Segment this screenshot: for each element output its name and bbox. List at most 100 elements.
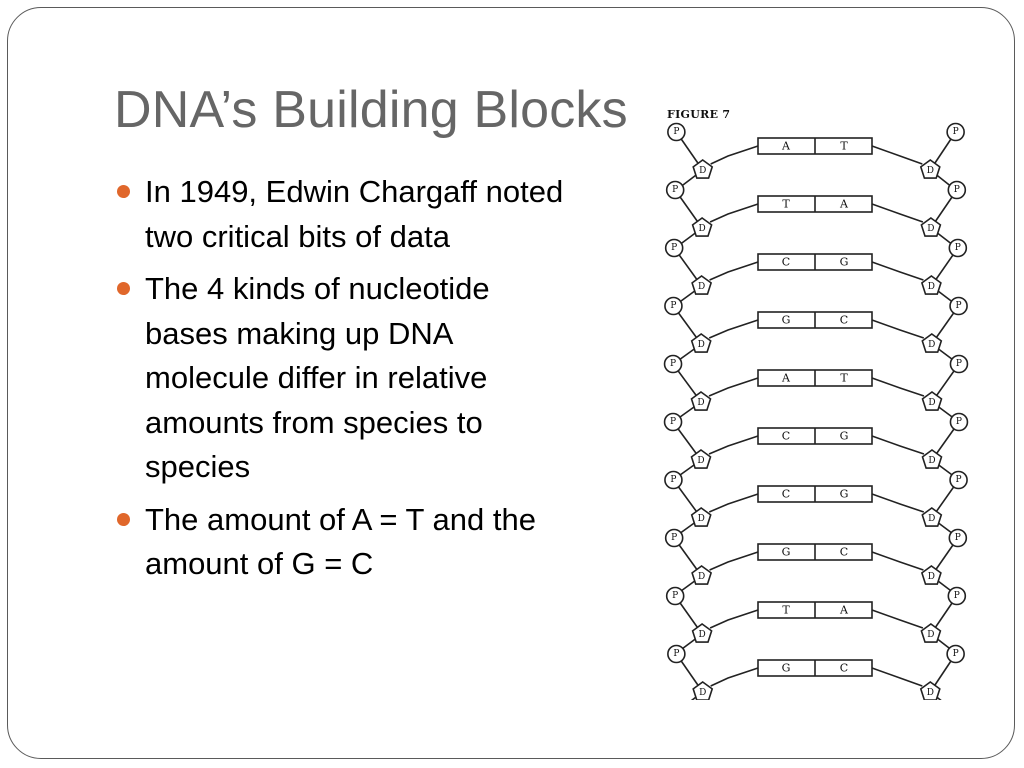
bullet-item: The 4 kinds of nucleotide bases making u… xyxy=(115,267,565,490)
sugar-label: D xyxy=(698,340,705,350)
sugar-pentagon xyxy=(690,507,712,527)
sugar-pentagon xyxy=(920,217,942,237)
sugar-pentagon xyxy=(920,565,942,585)
sugar-pentagon xyxy=(921,391,943,411)
sugar-label: D xyxy=(927,630,934,640)
sugar-label: D xyxy=(698,514,705,524)
base-left-label: A xyxy=(781,372,791,385)
base-right-label: C xyxy=(840,662,848,675)
phosphate-circle xyxy=(947,586,967,606)
phosphate-label: P xyxy=(671,533,677,543)
rung-line xyxy=(871,667,923,687)
phosphate-circle xyxy=(949,354,969,374)
bullet-marker-icon xyxy=(117,282,130,295)
sugar-label: D xyxy=(698,630,705,640)
phosphate-label: P xyxy=(670,417,676,427)
sugar-pentagon xyxy=(691,623,713,643)
sugar-pentagon xyxy=(692,159,714,179)
sugar-pentagon xyxy=(690,449,712,469)
rung-line xyxy=(871,551,924,571)
sugar-label: D xyxy=(928,572,935,582)
phosphate-label: P xyxy=(955,243,961,253)
rung-line xyxy=(871,203,924,223)
rung-line xyxy=(709,609,759,629)
phosphate-circle xyxy=(665,586,685,606)
rung-line xyxy=(708,493,759,513)
bullet-item: The amount of A = T and the amount of G … xyxy=(115,498,565,587)
sugar-label: D xyxy=(698,224,705,234)
phosphate-label: P xyxy=(956,359,962,369)
phosphate-label: P xyxy=(955,533,961,543)
base-left-label: T xyxy=(782,198,790,211)
phosphate-circle xyxy=(663,412,683,432)
sugar-label: D xyxy=(697,398,704,408)
base-right-label: T xyxy=(840,140,848,153)
phosphate-circle xyxy=(946,122,965,142)
rung-line xyxy=(709,261,759,281)
phosphate-circle xyxy=(664,528,684,548)
phosphate-label: P xyxy=(672,591,678,601)
sugar-pentagon xyxy=(921,333,943,353)
sugar-label: D xyxy=(698,572,705,582)
sugar-label: D xyxy=(927,224,934,234)
phosphate-circle xyxy=(949,296,968,316)
sugar-label: D xyxy=(697,456,704,466)
phosphate-circle xyxy=(665,180,685,200)
phosphate-circle xyxy=(664,470,683,490)
sugar-label: D xyxy=(928,282,935,292)
bullet-marker-icon xyxy=(117,512,130,526)
base-right-label: G xyxy=(840,256,849,269)
sugar-label: D xyxy=(928,456,935,466)
sugar-label: D xyxy=(927,166,934,176)
base-right-label: T xyxy=(840,372,848,385)
base-left-label: T xyxy=(782,604,790,617)
base-left-label: G xyxy=(782,546,791,559)
phosphate-circle xyxy=(949,470,968,490)
rung-line xyxy=(871,609,924,629)
sugar-pentagon xyxy=(690,391,712,411)
slide-title: DNA’s Building Blocks xyxy=(114,81,628,139)
sugar-label: D xyxy=(928,398,935,408)
phosphate-label: P xyxy=(670,359,676,369)
phosphate-circle xyxy=(947,180,967,200)
rung-line xyxy=(710,145,759,165)
rung-line xyxy=(708,377,759,397)
phosphate-circle xyxy=(948,238,968,258)
rung-line xyxy=(709,203,759,223)
rung-line xyxy=(871,145,923,165)
sugar-pentagon xyxy=(691,275,713,295)
bullet-text: In 1949, Edwin Chargaff noted two critic… xyxy=(145,174,564,254)
phosphate-circle xyxy=(664,296,683,316)
phosphate-label: P xyxy=(956,301,962,311)
phosphate-circle xyxy=(667,644,686,664)
sugar-pentagon xyxy=(692,681,714,700)
base-left-label: G xyxy=(782,662,791,675)
sugar-pentagon xyxy=(921,507,943,527)
rung-line xyxy=(871,319,925,339)
sugar-pentagon xyxy=(690,333,712,353)
sugar-pentagon xyxy=(921,449,943,469)
phosphate-circle xyxy=(667,122,686,142)
phosphate-label: P xyxy=(956,417,962,427)
base-left-label: C xyxy=(782,256,790,269)
rung-line xyxy=(871,261,924,281)
phosphate-label: P xyxy=(671,243,677,253)
sugar-pentagon xyxy=(691,217,713,237)
phosphate-label: P xyxy=(670,301,676,311)
sugar-pentagon xyxy=(919,159,941,179)
phosphate-circle xyxy=(949,412,969,432)
rung-line xyxy=(871,493,925,513)
bullet-text: The amount of A = T and the amount of G … xyxy=(145,501,536,582)
sugar-pentagon xyxy=(691,565,713,585)
phosphate-label: P xyxy=(954,591,960,601)
sugar-pentagon xyxy=(920,623,942,643)
phosphate-label: P xyxy=(953,127,959,137)
base-left-label: C xyxy=(782,430,790,443)
rung-line xyxy=(710,667,759,687)
sugar-label: D xyxy=(928,340,935,350)
phosphate-label: P xyxy=(673,127,679,137)
phosphate-label: P xyxy=(672,185,678,195)
bullet-item: In 1949, Edwin Chargaff noted two critic… xyxy=(115,170,565,259)
